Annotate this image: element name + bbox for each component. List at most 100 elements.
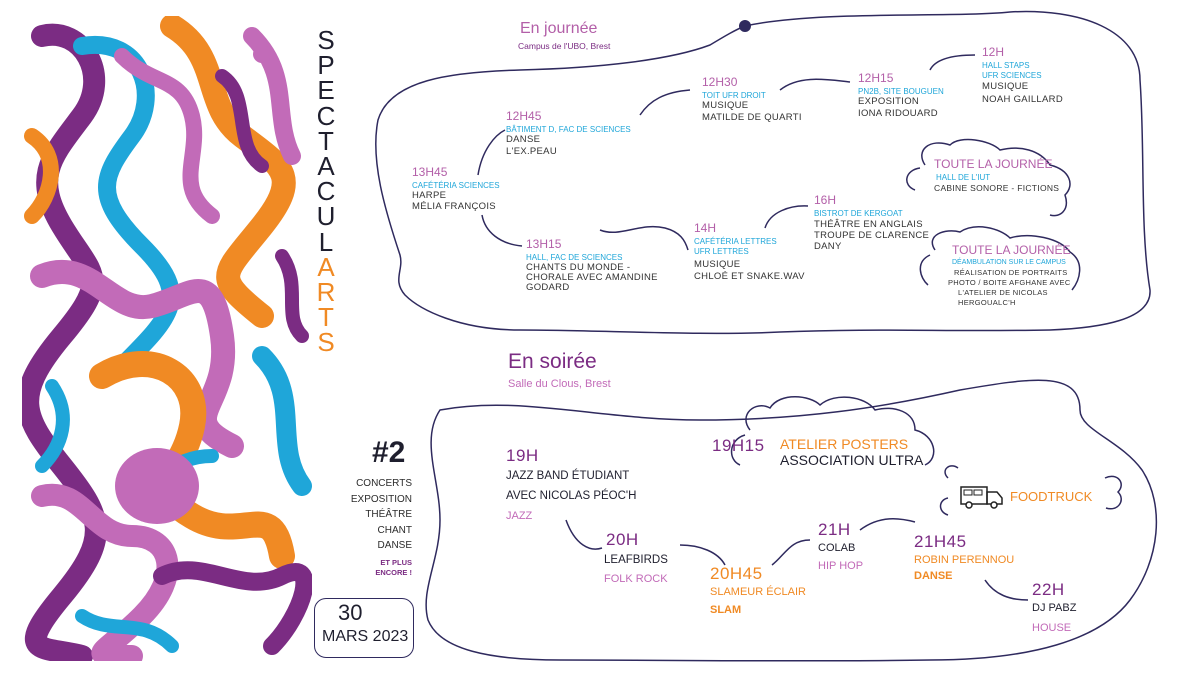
event-place: CAFÉTÉRIA SCIENCES [412,181,500,190]
more-note-line: ET PLUS [380,558,412,567]
event-act: AVEC NICOLAS PÉOC'H [506,490,637,502]
event-place: BISTROT DE KERGOAT [814,209,903,218]
event-time: 19H15 [712,436,765,455]
event-act: L'ATELIER DE NICOLAS [958,288,1048,297]
date-box [314,598,414,658]
event-place: DÉAMBULATION SUR LE CAMPUS [952,259,1066,266]
more-note: ET PLUS ENCORE ! [330,558,412,578]
edition-number: #2 [372,436,406,469]
event-act: MUSIQUE [982,81,1029,92]
event-act: HARPE [412,190,447,201]
poster-title-vertical: S P E C T A C U L A R T S [314,25,338,358]
event-act: DJ PABZ [1032,602,1077,614]
event-time: TOUTE LA JOURNÉE [952,243,1071,257]
event-act: CABINE SONORE - FICTIONS [934,183,1060,193]
event-genre: JAZZ [506,510,533,522]
event-act: LEAFBIRDS [604,554,668,566]
event-act: TROUPE DE CLARENCE [814,230,930,241]
event-time: 16H [814,193,837,207]
event-act: CHORALE AVEC AMANDINE [526,272,658,283]
event-place: PN2B, site Bouguen [858,87,944,96]
event-time: 14H [694,221,717,235]
event-act: JAZZ BAND ÉTUDIANT [506,470,630,482]
title-letter: P [317,50,335,81]
event-act: L'EX.PEAU [506,146,557,157]
event-time: 12H45 [506,109,542,123]
event-act: IONA RIDOUARD [858,108,938,119]
event-place: toit UFR Droit [702,91,766,100]
event-time: 19H [506,446,539,465]
genre-item: CHANT [377,524,412,536]
title-letter: L [318,226,334,257]
event-time: 20H45 [710,564,763,583]
title-letter: R [316,277,336,308]
event-time: 20H [606,530,639,549]
more-note-line: ENCORE ! [375,568,412,577]
event-time: TOUTE LA JOURNÉE [934,157,1053,171]
event-place: HALL DE L'IUT [936,173,991,182]
event-act: CHANTS DU MONDE - [526,262,631,273]
abstract-pattern-art [22,16,312,661]
event-time: 13H45 [412,165,448,179]
night-place: Salle du Clous, Brest [508,378,611,390]
event-time: 12H [982,45,1005,59]
event-time: 21H45 [914,532,967,551]
title-letter: A [317,251,335,282]
event-act: DANSE [506,134,541,145]
event-act: SLAMEUR ÉCLAIR [710,586,806,598]
event-place: HALL, FAC DE SCIENCES [526,253,623,262]
title-letter: S [317,25,335,55]
title-letter: A [317,151,335,182]
night-heading: En soirée [508,350,597,373]
foodtruck-label: FOODTRUCK [1010,489,1093,504]
event-act: MUSIQUE [702,100,749,111]
title-letter: C [316,100,336,131]
event-genre: HIP HOP [818,560,864,572]
event-act: MÉLIA FRANÇOIS [412,201,496,212]
event-act: COLAB [818,542,856,554]
event-act: ASSOCIATION ULTRA [780,452,924,468]
event-time: 21H [818,520,851,539]
title-letter: T [318,302,334,333]
event-place: HALL STAPS [982,61,1030,70]
event-time: 12H30 [702,75,738,89]
event-act: ATELIER POSTERS [780,436,909,452]
event-act: MATILDE DE QUARTI [702,112,802,123]
day-heading: En journée [520,20,598,37]
event-act: EXPOSITION [858,96,920,107]
date-day: 30 [338,600,363,625]
title-letter: C [316,176,336,207]
genre-item: CONCERTS [356,478,412,489]
event-place: UFR SCIENCES [982,71,1042,80]
date-month-year: MARS 2023 [322,628,409,645]
genre-item: THÉÂTRE [365,509,412,520]
event-time: 22H [1032,580,1065,599]
event-place: CAFÉTÉRIA LETTRES [694,237,777,246]
event-act: NOAH GAILLARD [982,94,1063,105]
event-place: BÂtiment D, fac de sciences [506,125,631,134]
event-act: PHOTO / BOITE AFGHANE AVEC [948,278,1071,287]
event-act: GODARD [526,282,570,293]
genre-item: EXPOSITION [350,493,412,505]
day-place: Campus de l'UBO, Brest [518,41,611,51]
foodtruck-icon [960,486,1003,509]
title-letter: U [316,201,336,232]
event-act: RÉALISATION DE PORTRAITS [954,268,1068,277]
event-act: ROBIN PERENNOU [914,554,1015,566]
event-genre: FOLK ROCK [604,573,668,585]
title-letter: S [317,327,335,358]
event-time: 13H15 [526,237,562,251]
event-place: UFR LETTRES [694,247,749,256]
event-act: CHLOÉ ET SNAKE.WAV [694,271,805,282]
genre-list: CONCERTS EXPOSITION THÉÂTRE CHANT DANSE [330,476,412,554]
title-letter: T [318,125,334,156]
event-time: 12H15 [858,71,894,85]
event-genre: DANSE [914,570,953,582]
event-act: HERGOUALC'H [958,298,1016,307]
event-act: MUSIQUE [694,259,741,270]
event-genre: SLAM [710,604,742,616]
event-act: THÉÂTRE EN ANGLAIS [814,219,923,230]
title-letter: E [317,75,335,106]
